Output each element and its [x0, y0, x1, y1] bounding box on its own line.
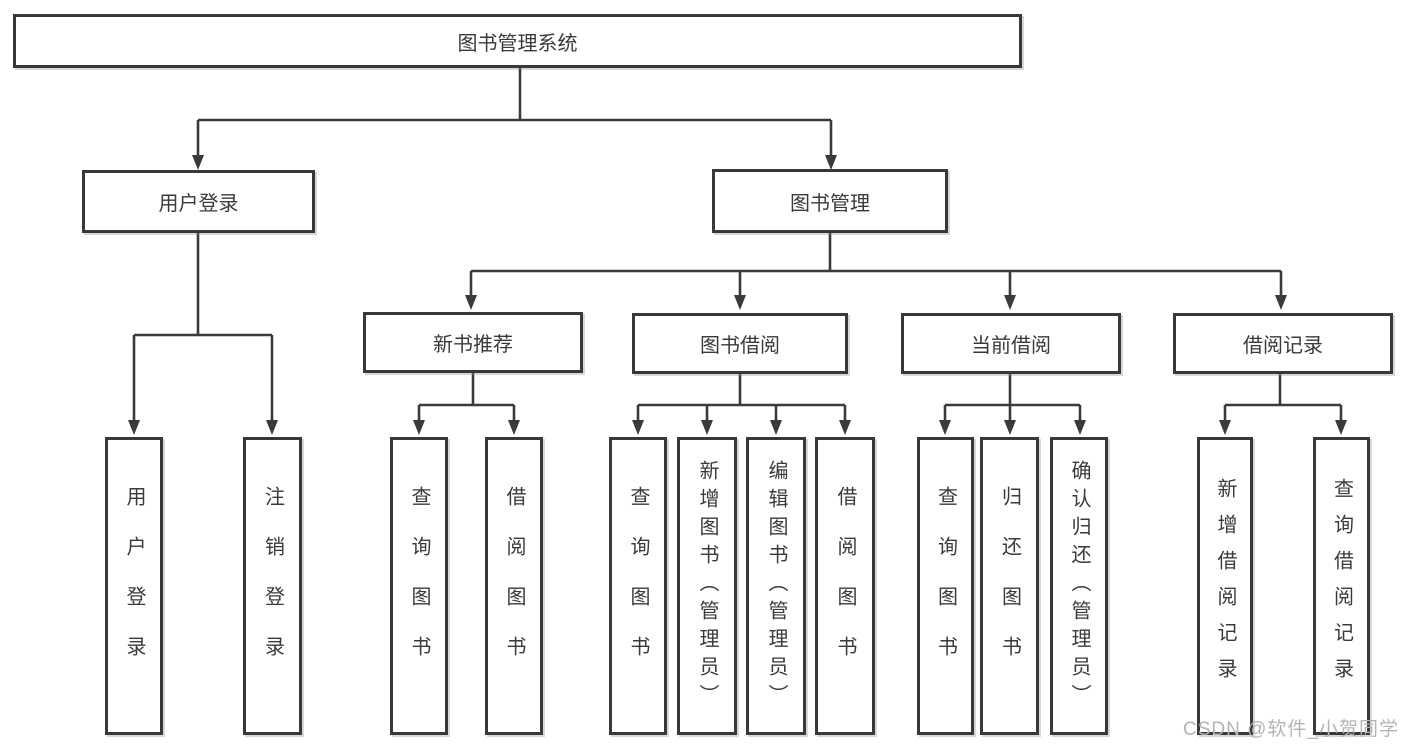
node-current-borrow: 当前借阅	[901, 313, 1121, 374]
leaf-query-books-recommend: 查询图书	[390, 437, 448, 735]
node-borrow-records: 借阅记录	[1173, 313, 1393, 374]
node-new-book-recommend: 新书推荐	[363, 312, 583, 373]
leaf-query-books-borrow: 查询图书	[609, 437, 667, 735]
arrowhead-icons	[128, 155, 1347, 435]
leaf-add-borrow-record: 新增借阅记录	[1197, 437, 1253, 735]
node-user-login: 用户登录	[82, 170, 315, 233]
leaf-borrow-books-recommend: 借阅图书	[485, 437, 543, 735]
leaf-add-book-admin: 新增图书（管理员）	[677, 437, 737, 735]
node-book-management: 图书管理	[712, 169, 948, 233]
leaf-logout: 注销登录	[243, 437, 302, 735]
leaf-return-book: 归还图书	[980, 437, 1039, 735]
leaf-user-login: 用户登录	[105, 437, 163, 735]
node-library-system: 图书管理系统	[13, 14, 1022, 68]
leaf-borrow-books: 借阅图书	[815, 437, 875, 735]
leaf-query-borrow-record: 查询借阅记录	[1313, 437, 1370, 735]
leaf-edit-book-admin: 编辑图书（管理员）	[746, 437, 806, 735]
watermark: CSDN @软件_小贺同学	[1183, 719, 1399, 740]
leaf-confirm-return-admin: 确认归还（管理员）	[1050, 437, 1108, 735]
leaf-query-books-current: 查询图书	[917, 437, 974, 735]
node-book-borrow: 图书借阅	[632, 313, 848, 374]
connector-lines	[132, 68, 1343, 421]
